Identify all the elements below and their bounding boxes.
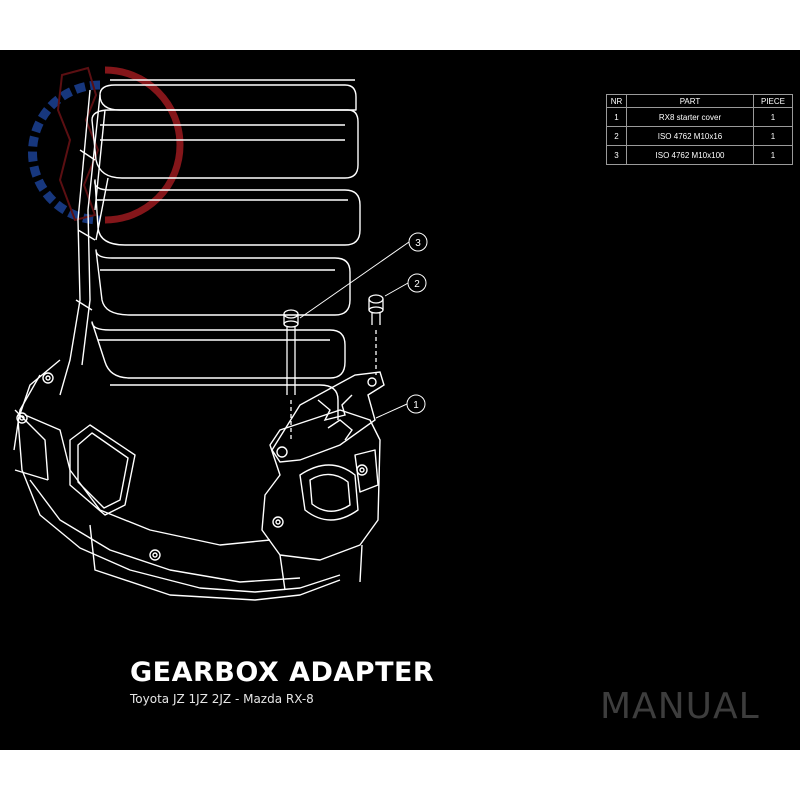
row-piece: 1 [753, 107, 793, 127]
document-subtitle: Toyota JZ 1JZ 2JZ - Mazda RX-8 [130, 692, 314, 706]
callout-leaders [299, 241, 410, 419]
row-piece: 1 [753, 145, 793, 165]
row-part: ISO 4762 M10x100 [626, 145, 754, 165]
callout-1-label: 1 [413, 400, 419, 411]
row-part: ISO 4762 M10x16 [626, 126, 754, 146]
long-bolt-part [283, 309, 299, 440]
header-piece: PIECE [753, 94, 793, 108]
row-nr: 2 [606, 126, 627, 146]
header-part: PART [626, 94, 754, 108]
header-nr: NR [606, 94, 627, 108]
exploded-view-drawing: 3 2 1 [13, 66, 428, 601]
brand-logo-icon [28, 66, 184, 225]
row-part: RX8 starter cover [626, 107, 754, 127]
row-nr: 1 [606, 107, 627, 127]
parts-list-table: NR PART PIECE 1 RX8 starter cover 1 2 IS… [606, 94, 793, 165]
short-bolt-part [368, 294, 384, 375]
manual-cover: 3 2 1 NR PART PIECE 1 RX8 starter cover … [0, 50, 800, 750]
starter-cover-part [271, 371, 385, 463]
table-row: 1 RX8 starter cover 1 [606, 107, 793, 127]
table-header-row: NR PART PIECE [606, 94, 793, 108]
manual-label: MANUAL [600, 686, 760, 727]
callout-3: 3 [408, 232, 428, 252]
callout-2-label: 2 [414, 279, 420, 290]
callout-2: 2 [407, 273, 427, 293]
document-title: GEARBOX ADAPTER [130, 657, 435, 688]
row-piece: 1 [753, 126, 793, 146]
gearbox-housing [13, 79, 381, 601]
row-nr: 3 [606, 145, 627, 165]
table-row: 3 ISO 4762 M10x100 1 [606, 145, 793, 165]
callout-1: 1 [406, 394, 426, 414]
table-row: 2 ISO 4762 M10x16 1 [606, 126, 793, 146]
callout-3-label: 3 [415, 238, 421, 249]
